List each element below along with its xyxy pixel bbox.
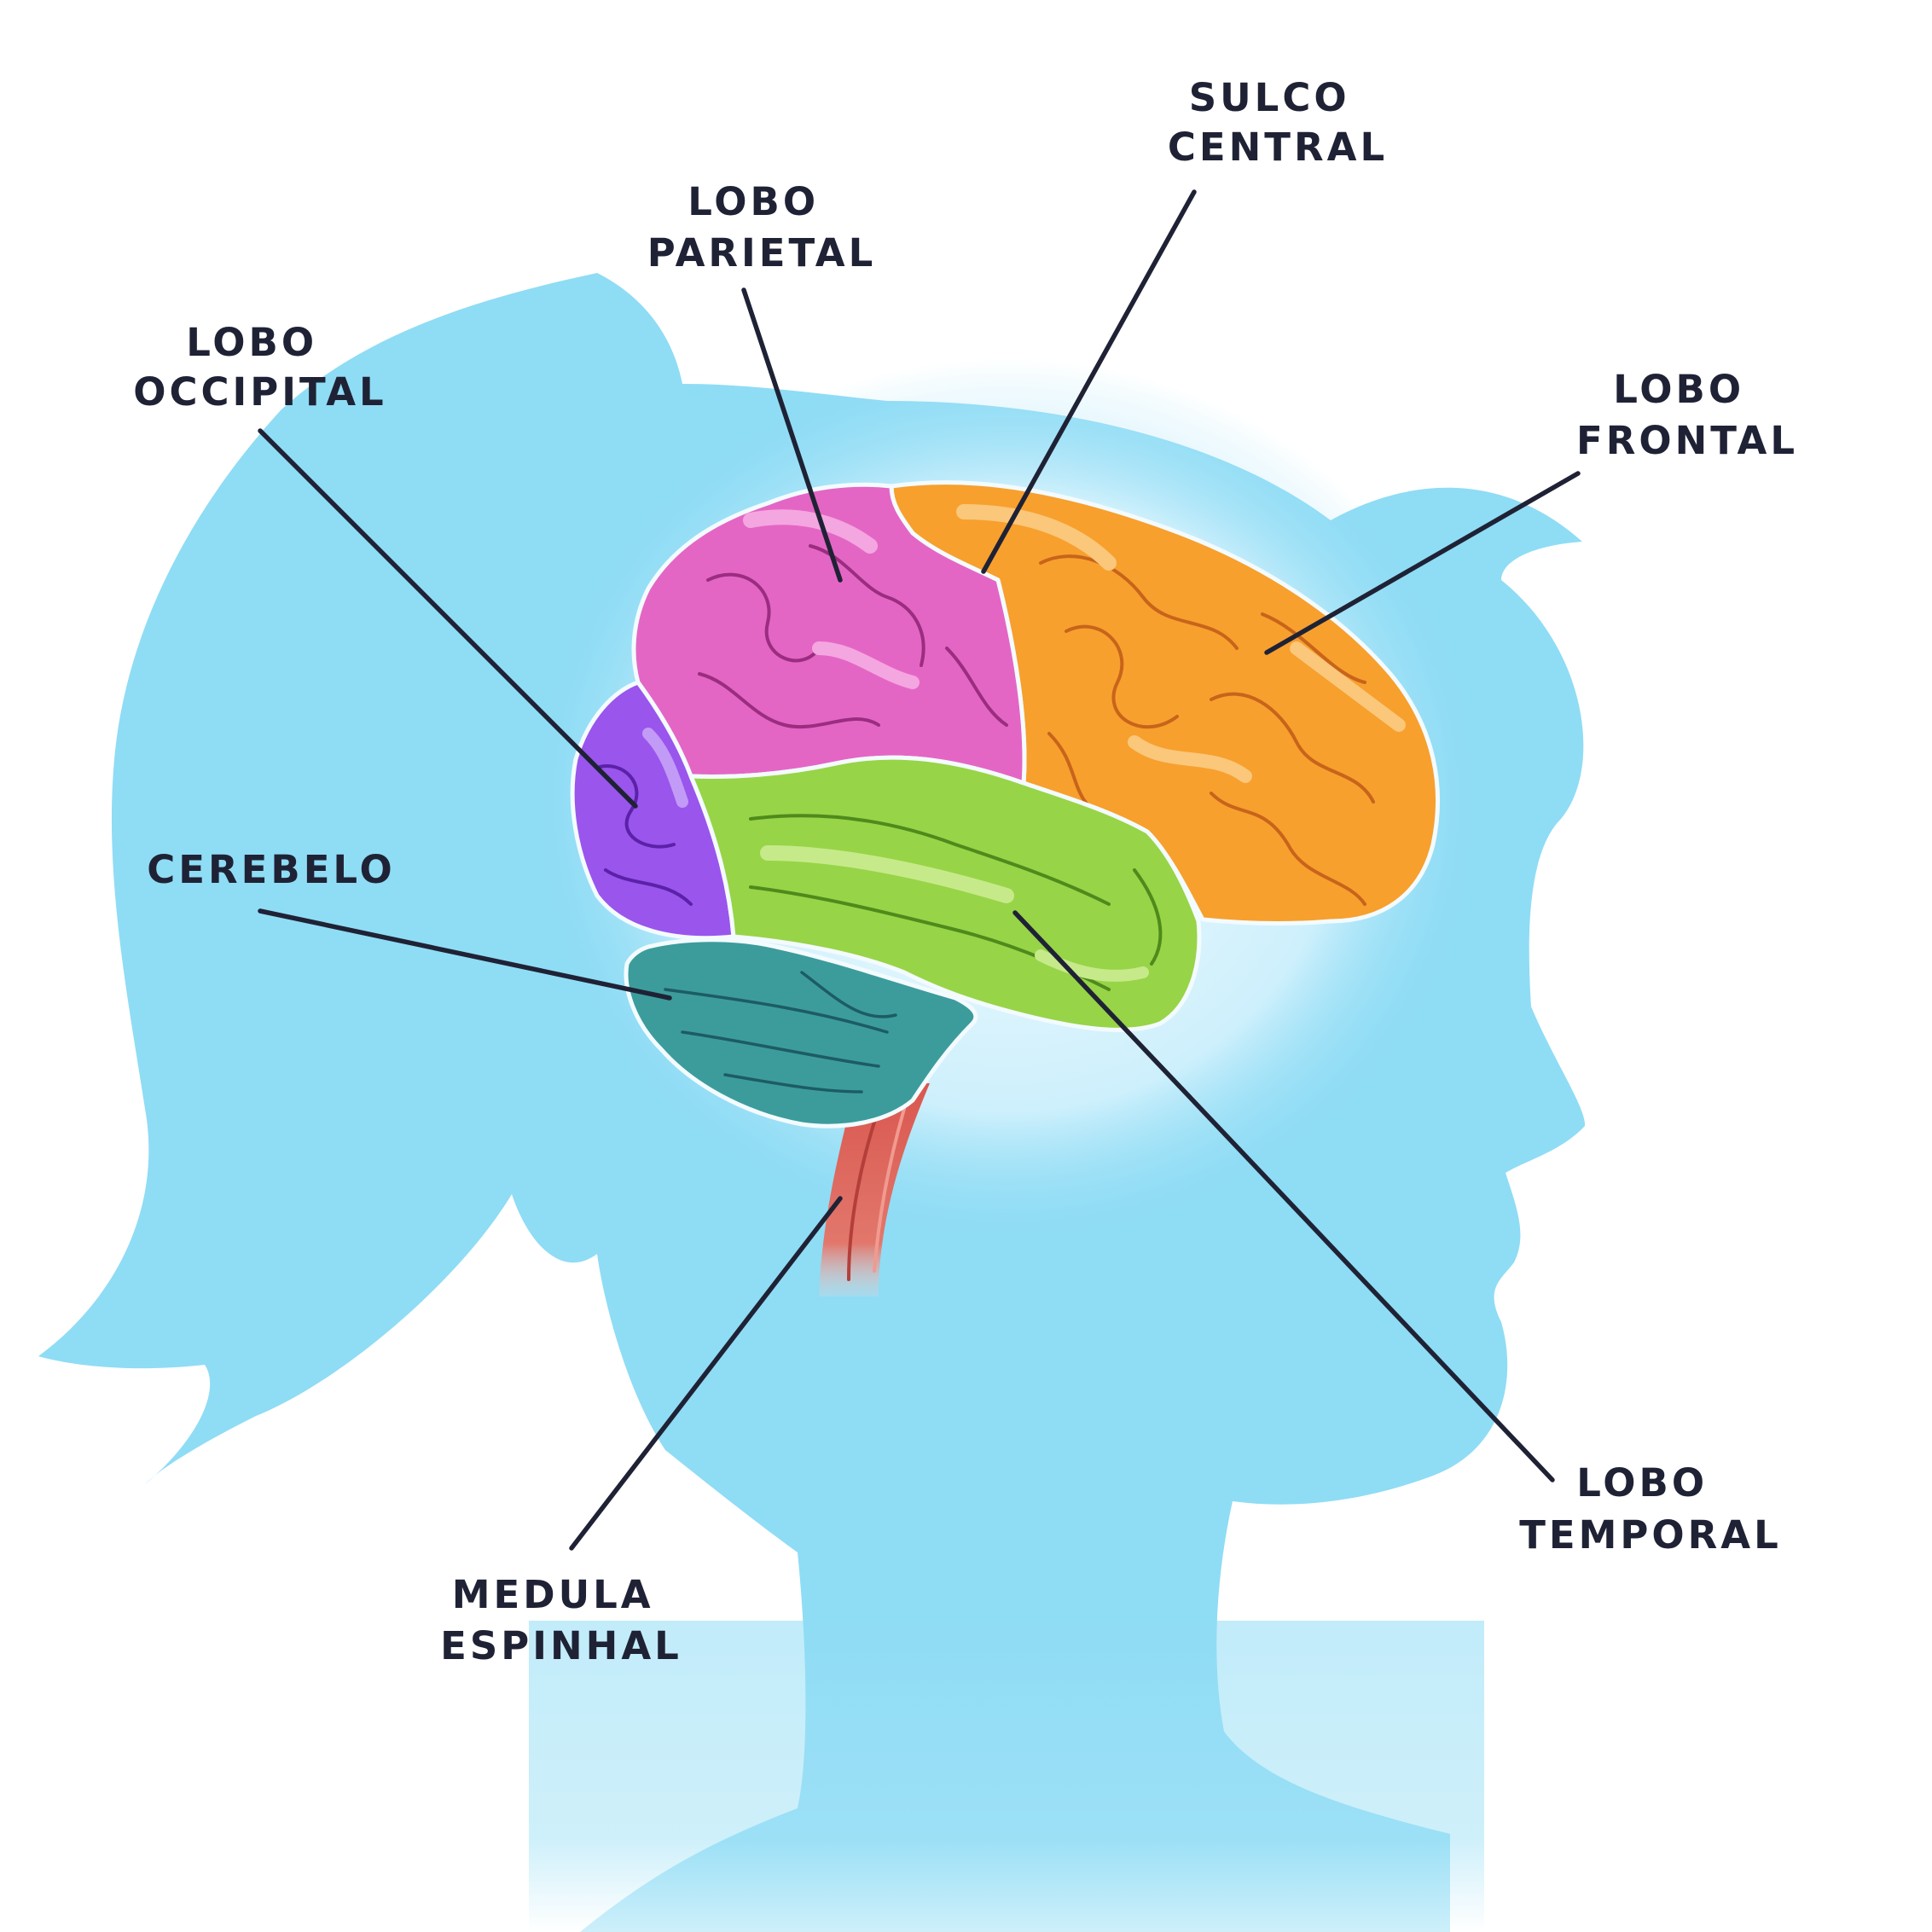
leader-sulco-central xyxy=(981,189,1197,574)
label-lobo-frontal: LOBO FRONTAL xyxy=(1576,367,1798,463)
temporal-grooves xyxy=(749,814,1163,991)
leader-lobo-frontal xyxy=(1264,471,1581,655)
label-sulco-central: SULCO CENTRAL xyxy=(1168,75,1388,170)
brain xyxy=(570,480,1441,1297)
leader-lines xyxy=(258,189,1581,1551)
leader-lobo-occipital xyxy=(258,428,638,809)
leader-medula-espinhal xyxy=(569,1196,843,1551)
label-lobo-parietal: LOBO PARIETAL xyxy=(647,179,877,276)
leader-lobo-parietal xyxy=(741,287,843,583)
occipital-grooves xyxy=(595,728,693,906)
labels: SULCO CENTRAL LOBO PARIETAL LOBO OCCIPIT… xyxy=(133,75,1798,1668)
frontal-grooves xyxy=(956,504,1406,906)
label-lobo-occipital: LOBO OCCIPITAL xyxy=(133,320,386,415)
parietal-grooves xyxy=(698,509,1008,729)
label-lobo-temporal: LOBO TEMPORAL xyxy=(1519,1460,1782,1558)
label-cerebelo: CEREBELO xyxy=(147,847,396,892)
label-medula-espinhal: MEDULA ESPINHAL xyxy=(440,1572,682,1668)
leader-lobo-temporal xyxy=(1012,910,1555,1482)
cerebelo-grooves xyxy=(664,971,897,1094)
cerebelo-shape xyxy=(624,937,978,1128)
medula-espinhal-shape xyxy=(819,1083,930,1297)
leader-cerebelo xyxy=(258,908,672,1001)
lobo-temporal-shape xyxy=(688,755,1202,1032)
